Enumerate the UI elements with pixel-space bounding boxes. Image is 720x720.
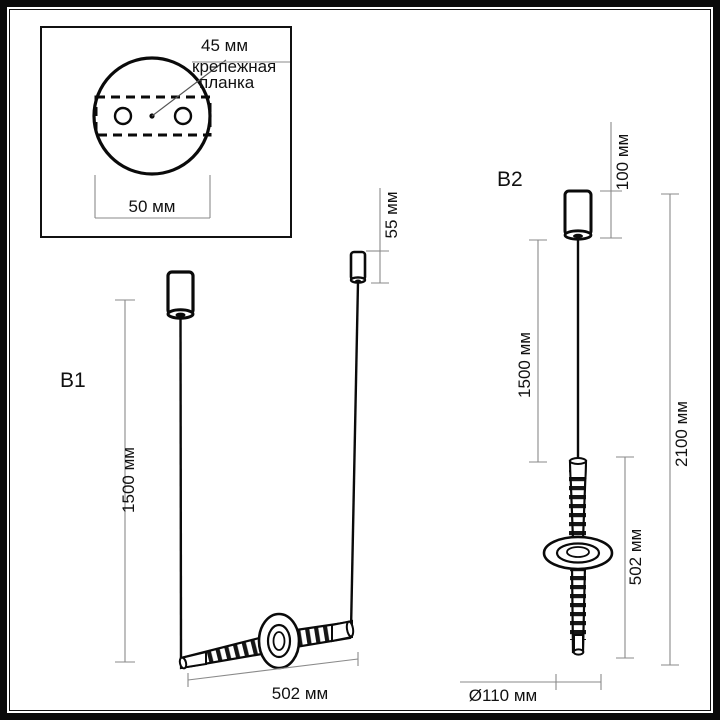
b1-dim-502-group [187,652,359,687]
b1-diffuser-disc [257,612,301,670]
b1-dim-55-label: 55 мм [382,191,401,238]
dim-50mm-group [94,175,211,219]
b2-dim-502-group [616,456,634,659]
b1-dim-1500-group [115,299,135,663]
b1-ribs-left [183,633,279,668]
mounting-bracket-dashed [94,95,212,137]
b2-dim-1500-group [529,239,547,463]
b2-lamp-body [542,457,614,656]
b2-dim-2100-label: 2100 мм [672,401,691,467]
view-b2-label: B2 [497,168,523,191]
view-b1-label: B1 [60,369,86,392]
b1-ribs-right [296,622,347,647]
b2-dim-502-label: 502 мм [626,529,645,585]
b2-dim-100-group [600,122,622,239]
b1-canopy-right [349,250,367,284]
b1-canopy-left [166,270,195,320]
callout-line-1: крепежная [192,57,276,76]
dim-45mm-label: 45 мм [201,36,248,55]
b2-dim-2100-group [661,193,679,666]
mounting-plate-detail-panel [40,26,292,238]
b2-ribs-upper [569,470,586,540]
inner-frame-border [9,9,711,711]
view-b1-drawing [115,188,389,687]
b1-lamp-body [178,612,355,670]
b2-dim-110-label: Ø110 мм [469,686,537,705]
screw-hole-left [113,106,133,126]
callout-leader-line [151,59,227,117]
b1-dim-1500-label: 1500 мм [119,447,138,513]
b2-dim-100-label: 100 мм [613,134,632,190]
b2-dim-1500-label: 1500 мм [515,332,534,398]
dim-50mm-label: 50 мм [128,197,175,216]
b1-cable-left [179,316,183,659]
b2-diffuser-disc [542,535,614,571]
b1-cable-right [349,281,360,631]
b1-dim-55-group [366,188,389,284]
b2-canopy [563,189,593,241]
b1-dim-502-label: 502 мм [272,684,328,703]
b2-ribs-lower [570,570,586,640]
b2-dim-110-group [460,674,602,690]
callout-line-2: планка [199,73,255,92]
view-b2-drawing [460,122,679,690]
screw-hole-right [173,106,193,126]
